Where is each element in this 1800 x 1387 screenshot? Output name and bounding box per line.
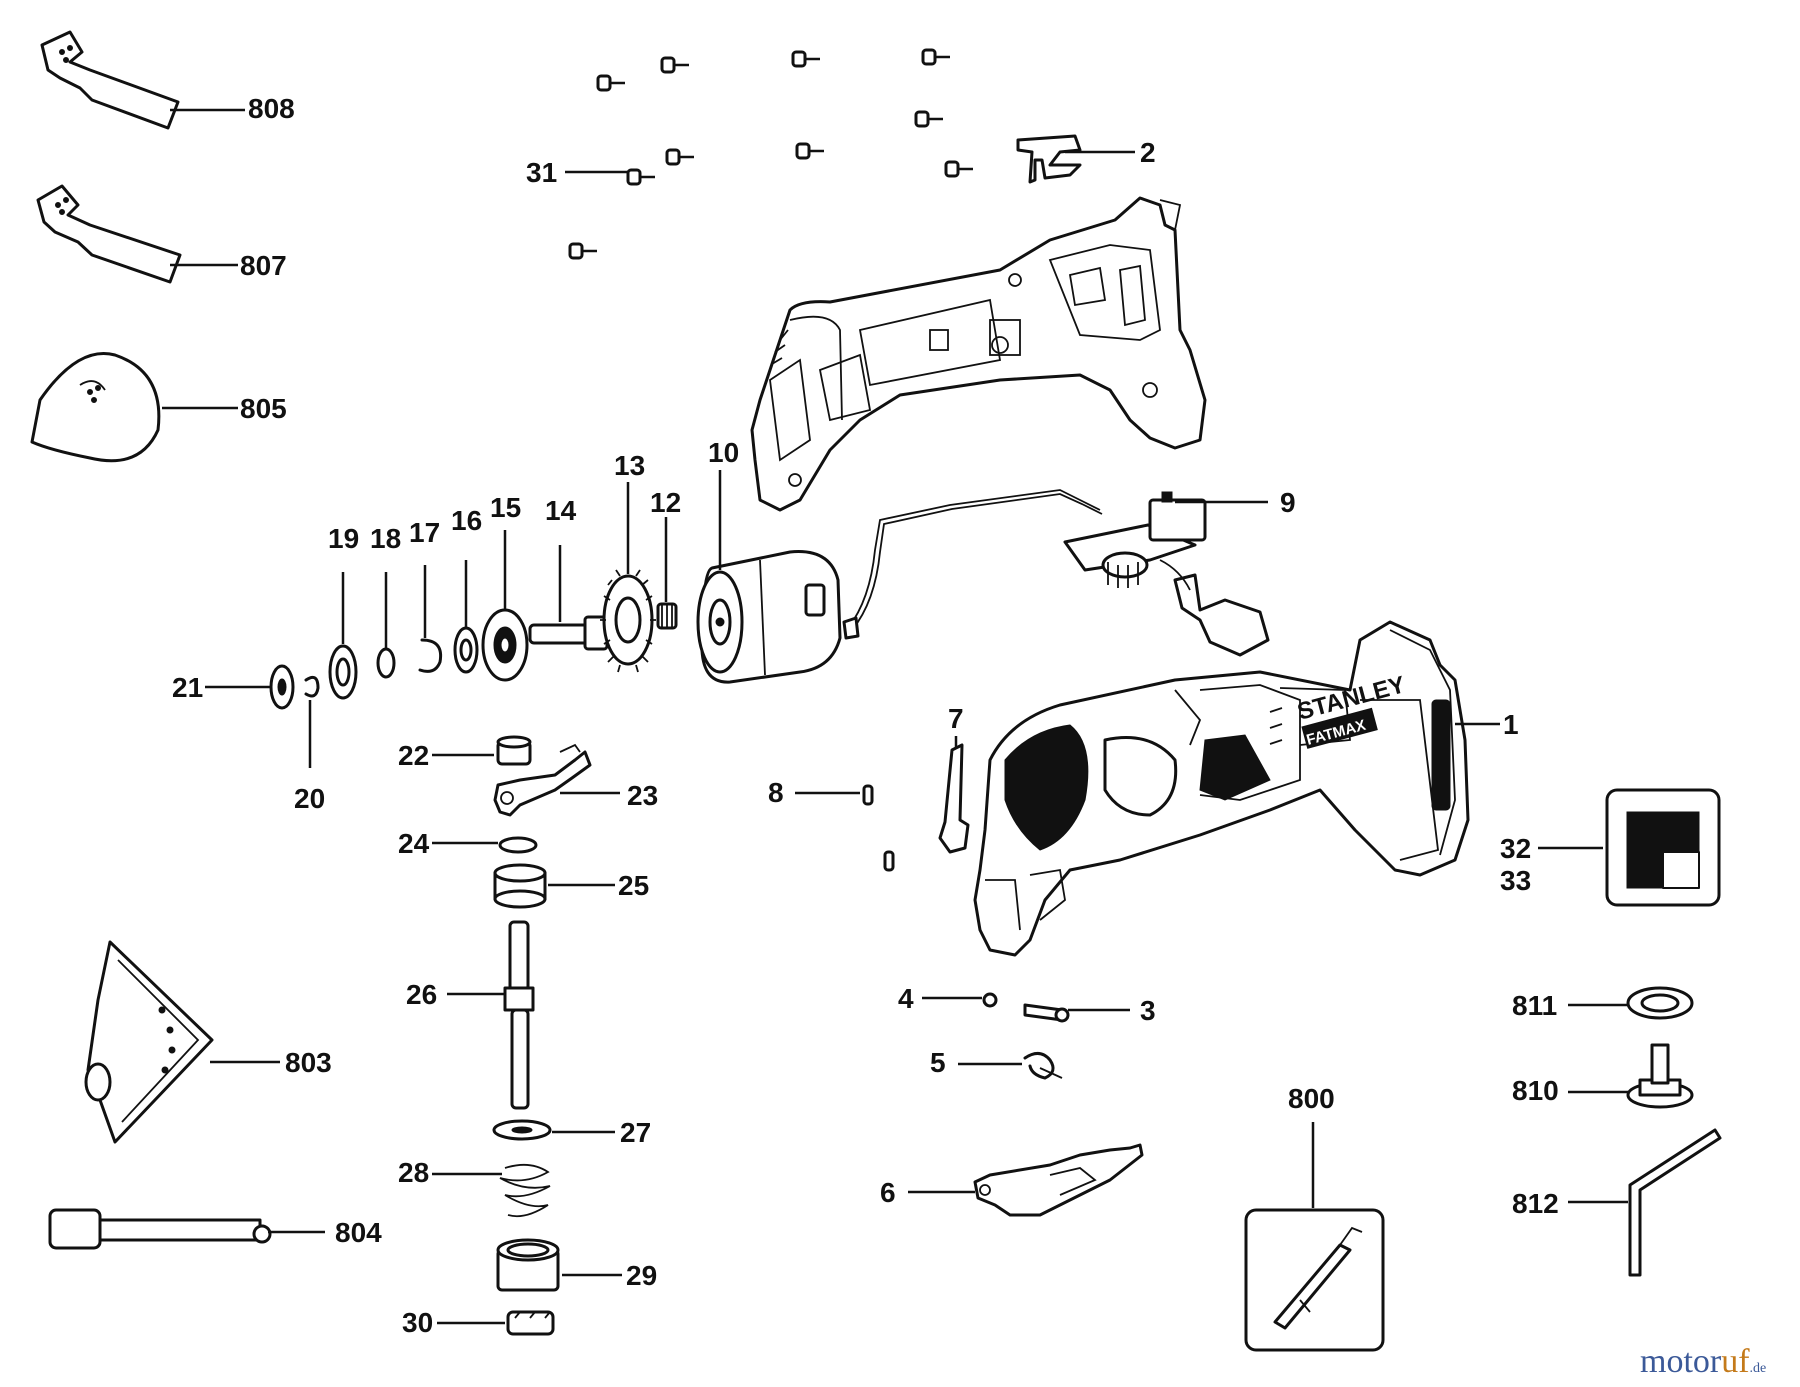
pins-8: [795, 784, 895, 872]
tool-body-1: STANLEY FATMAX: [973, 620, 1500, 957]
dust-tube-804: [48, 1208, 325, 1250]
label-24: 24: [398, 828, 430, 859]
label-33: 33: [1500, 865, 1531, 896]
label-9: 9: [1280, 487, 1296, 518]
clip-5: [958, 1052, 1063, 1080]
label-805: 805: [240, 393, 287, 424]
hex-key-812: [1568, 1128, 1722, 1277]
label-4: 4: [898, 983, 914, 1014]
label-811: 811: [1512, 990, 1557, 1021]
label-3: 3: [1140, 995, 1156, 1026]
label-31: 31: [526, 157, 557, 188]
switch-slider-2: [1016, 134, 1135, 184]
label-2: 2: [1140, 137, 1156, 168]
label-26: 26: [406, 979, 437, 1010]
blade-808: [40, 30, 245, 130]
label-29: 29: [626, 1260, 657, 1291]
label-810: 810: [1512, 1075, 1559, 1106]
spindle-row: [205, 482, 678, 768]
label-812: 812: [1512, 1188, 1559, 1219]
label-23: 23: [627, 780, 658, 811]
wire-harness: [842, 489, 1103, 640]
label-1: 1: [1503, 709, 1519, 740]
nut-4: [922, 992, 998, 1008]
svg-text:motoruf.de: motoruf.de: [1640, 1343, 1766, 1380]
label-18: 18: [370, 523, 401, 554]
label-807: 807: [240, 250, 287, 281]
lever-7: [938, 736, 970, 854]
housing-half: [750, 196, 1207, 512]
adapter-810: [1568, 1043, 1694, 1109]
screws-31: [565, 48, 973, 260]
label-28: 28: [398, 1157, 429, 1188]
blade-805: [30, 352, 238, 463]
label-plate-32-33: [1538, 788, 1721, 907]
watermark-part2: uf: [1721, 1343, 1750, 1380]
watermark-part1: motor: [1640, 1343, 1722, 1380]
label-22: 22: [398, 740, 429, 771]
label-19: 19: [328, 523, 359, 554]
motor-10: [696, 470, 842, 684]
label-17: 17: [409, 517, 440, 548]
label-30: 30: [402, 1307, 433, 1338]
label-800: 800: [1288, 1083, 1335, 1114]
label-13: 13: [614, 450, 645, 481]
label-21: 21: [172, 672, 203, 703]
spindle-stack: [432, 735, 622, 1336]
callout-labels: 808 807 805 803 804 31 2 9 10 13 12 14 1…: [172, 93, 1559, 1338]
label-10: 10: [708, 437, 739, 468]
watermark-suffix: .de: [1750, 1361, 1767, 1376]
label-15: 15: [490, 492, 521, 523]
switch-9: [1063, 491, 1270, 657]
blade-807: [36, 184, 238, 284]
label-14: 14: [545, 495, 577, 526]
label-5: 5: [930, 1047, 946, 1078]
label-803: 803: [285, 1047, 332, 1078]
label-12: 12: [650, 487, 681, 518]
sanding-pad-803: [84, 940, 280, 1144]
label-25: 25: [618, 870, 649, 901]
label-804: 804: [335, 1217, 382, 1248]
label-6: 6: [880, 1177, 896, 1208]
watermark: motoruf.de: [1640, 1343, 1766, 1380]
label-27: 27: [620, 1117, 651, 1148]
label-808: 808: [248, 93, 295, 124]
label-20: 20: [294, 783, 325, 814]
ring-811: [1568, 986, 1694, 1020]
label-16: 16: [451, 505, 482, 536]
accessory-box-800: [1244, 1122, 1385, 1352]
bolt-3: [1023, 1003, 1130, 1023]
label-7: 7: [948, 703, 964, 734]
label-32: 32: [1500, 833, 1531, 864]
lever-6: [908, 1143, 1144, 1217]
label-8: 8: [768, 777, 784, 808]
